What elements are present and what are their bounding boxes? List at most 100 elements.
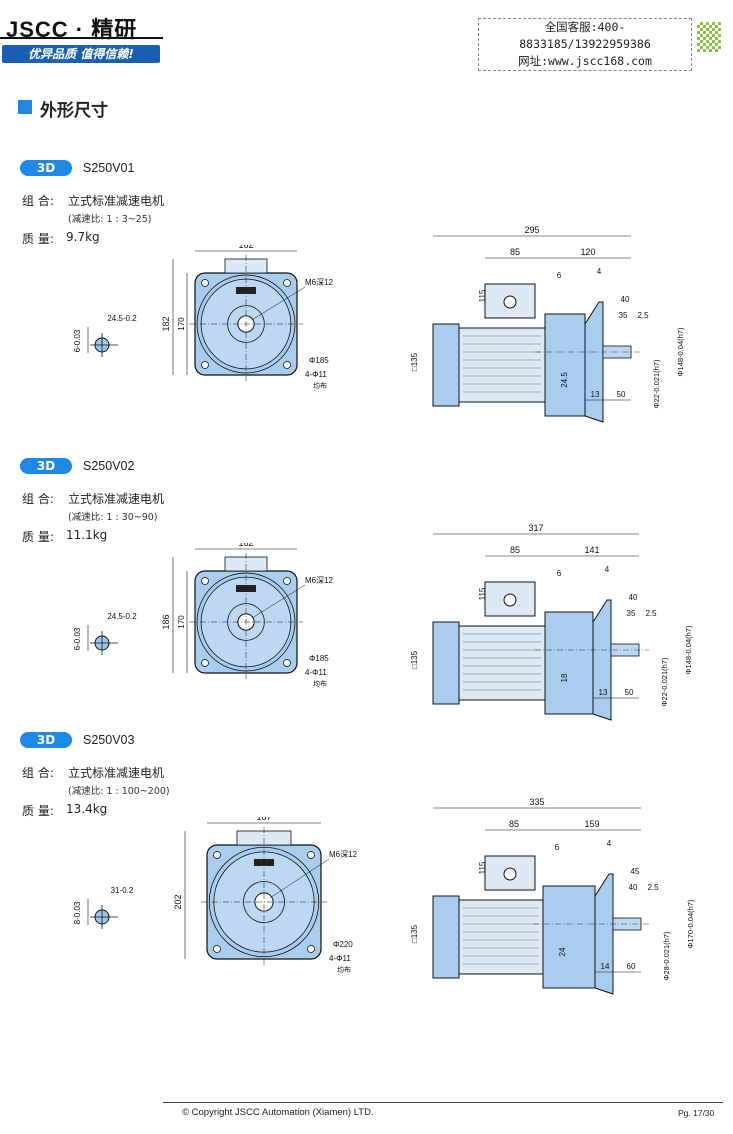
section-marker <box>18 100 32 114</box>
front-height-inner-dim: 170 <box>177 317 186 331</box>
side-dim-h: 115 <box>478 861 487 874</box>
side-dim-c: 6 <box>555 843 560 852</box>
side-dim-k: 24.5 <box>560 372 569 388</box>
uniform-callout: 均布 <box>337 965 351 974</box>
combination-value: 立式标准减速电机 <box>68 492 165 506</box>
key-tolerance: 24.5-0.2 <box>107 314 137 323</box>
copyright-text: © Copyright JSCC Automation (Xiamen) LTD… <box>182 1107 374 1118</box>
thread-callout: M6深12 <box>305 278 334 287</box>
holes-callout: 4-Φ11 <box>305 370 327 379</box>
side-total-dim: 295 <box>524 225 539 235</box>
combination-label: 组 合: <box>22 766 54 780</box>
model-code: S250V01 <box>83 161 135 175</box>
side-square-dim: □135 <box>410 924 419 943</box>
thread-callout: M6深12 <box>305 576 334 585</box>
mass-label: 质 量: <box>22 804 54 818</box>
reduction-ratio: (减速比: 1 : 3~25) <box>68 214 152 225</box>
side-dim-k: 18 <box>560 673 569 682</box>
side-dim-m: 50 <box>617 390 626 399</box>
company-logo: JSCC · 精研 <box>6 17 138 42</box>
shaft-tolerance: 6-0.03 <box>73 627 82 650</box>
pitch-circle-callout: Φ185 <box>309 356 329 365</box>
side-square-dim: □135 <box>410 650 419 669</box>
side-total-dim: 317 <box>528 523 543 533</box>
side-dim-l: 13 <box>599 688 608 697</box>
front-height-inner-dim: 170 <box>177 615 186 629</box>
mass-label: 质 量: <box>22 530 54 544</box>
model-code: S250V02 <box>83 459 135 473</box>
front-width-dim: 162 <box>238 543 253 548</box>
mass-label: 质 量: <box>22 232 54 246</box>
pitch-circle-callout: Φ220 <box>333 940 353 949</box>
front-width-dim: 187 <box>256 817 271 822</box>
shaft-end-view: 6-0.03 24.5-0.2 <box>73 612 137 655</box>
model-code: S250V03 <box>83 733 135 747</box>
side-dim-g: 2.5 <box>647 883 659 892</box>
mass-value: 11.1kg <box>66 528 108 542</box>
side-pilot-dim: Φ148-0.04(h7) <box>676 327 685 376</box>
mass-value: 13.4kg <box>66 802 108 816</box>
side-dim-e: 45 <box>631 867 640 876</box>
model-badge: 3D <box>20 160 72 176</box>
side-dim-k: 24 <box>558 947 567 956</box>
side-dim-m: 50 <box>625 688 634 697</box>
side-dim-b: 141 <box>584 545 599 555</box>
shaft-end-view: 6-0.03 24.5-0.2 <box>73 314 137 357</box>
pitch-circle-callout: Φ185 <box>309 654 329 663</box>
side-pilot-dim: Φ170-0.04(h7) <box>686 899 695 948</box>
checker-decoration <box>697 22 721 52</box>
front-width-dim: 162 <box>238 245 253 250</box>
side-dim-f: 40 <box>629 883 638 892</box>
model-badge: 3D <box>20 458 72 474</box>
side-dim-d: 4 <box>605 565 610 574</box>
side-dim-b: 159 <box>584 819 599 829</box>
side-dim-m: 60 <box>627 962 636 971</box>
uniform-callout: 均布 <box>313 679 327 688</box>
side-dim-f: 35 <box>627 609 636 618</box>
side-dim-l: 14 <box>601 962 610 971</box>
slogan-banner: 优异品质 值得信赖! <box>2 45 160 63</box>
key-tolerance: 31-0.2 <box>111 886 134 895</box>
side-dim-d: 4 <box>597 267 602 276</box>
front-height-outer-dim: 186 <box>161 614 171 629</box>
thread-callout: M6深12 <box>329 850 358 859</box>
page-number: Pg. 17/30 <box>678 1108 715 1118</box>
holes-callout: 4-Φ11 <box>329 954 351 963</box>
reduction-ratio: (减速比: 1 : 100~200) <box>68 786 170 797</box>
side-dim-e: 40 <box>621 295 630 304</box>
side-dim-a: 85 <box>510 247 520 257</box>
combination-label: 组 合: <box>22 492 54 506</box>
front-height-outer-dim: 182 <box>161 316 171 331</box>
side-dim-h: 115 <box>478 587 487 600</box>
front-height-outer-dim: 202 <box>173 894 183 909</box>
footer-rule <box>163 1102 723 1103</box>
side-square-dim: □135 <box>410 352 419 371</box>
website-text: 网址:www.jscc168.com <box>518 54 652 68</box>
side-dim-b: 120 <box>580 247 595 257</box>
combination-value: 立式标准减速电机 <box>68 766 165 780</box>
side-dim-d: 4 <box>607 839 612 848</box>
holes-callout: 4-Φ11 <box>305 668 327 677</box>
side-total-dim: 335 <box>529 797 544 807</box>
hotline-text: 全国客服:400-8833185/13922959386 <box>519 20 651 51</box>
header-rule <box>0 37 163 39</box>
side-dim-a: 85 <box>510 545 520 555</box>
side-dim-g: 2.5 <box>645 609 657 618</box>
side-dim-a: 85 <box>509 819 519 829</box>
side-dim-e: 40 <box>629 593 638 602</box>
side-dim-h: 115 <box>478 289 487 302</box>
side-view: 317 85 141 6 4 40 35 2.5 □135 115 18 13 50 Φ22-0.021(… <box>410 523 693 721</box>
side-shaft-dim: Φ28-0.021(h7) <box>662 931 671 980</box>
mass-value: 9.7kg <box>66 230 100 244</box>
key-tolerance: 24.5-0.2 <box>107 612 137 621</box>
combination-value: 立式标准减速电机 <box>68 194 165 208</box>
side-shaft-dim: Φ22-0.021(h7) <box>660 657 669 706</box>
side-dim-c: 6 <box>557 569 562 578</box>
contact-box: 全国客服:400-8833185/13922959386 网址:www.jscc… <box>478 18 692 71</box>
shaft-tolerance: 6-0.03 <box>73 329 82 352</box>
